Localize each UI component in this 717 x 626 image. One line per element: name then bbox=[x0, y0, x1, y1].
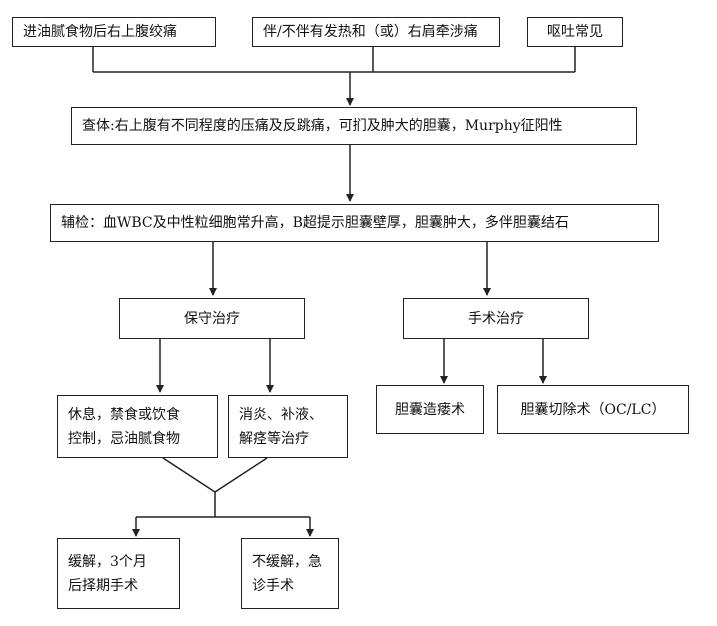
no-relief-box: 不缓解，急 诊手术 bbox=[241, 538, 339, 609]
conservative-treatment-box: 保守治疗 bbox=[119, 298, 305, 339]
anti-inflammatory-box: 消炎、补液、 解痉等治疗 bbox=[228, 395, 348, 458]
symptom-vomiting-box: 呕吐常见 bbox=[527, 17, 623, 47]
surgical-treatment-box: 手术治疗 bbox=[403, 298, 589, 339]
cholecystectomy-box: 胆囊切除术（OC/LC） bbox=[497, 385, 689, 434]
rest-diet-box: 休息，禁食或饮食 控制，忌油腻食物 bbox=[57, 395, 218, 458]
physical-exam-box: 查体:右上腹有不同程度的压痛及反跳痛，可扪及肿大的胆囊，Murphy征阳性 bbox=[71, 107, 637, 145]
symptom-fever-box: 伴/不伴有发热和（或）右肩牵涉痛 bbox=[252, 17, 500, 47]
symptom-colic-box: 进油腻食物后右上腹绞痛 bbox=[12, 17, 216, 47]
cholecystostomy-box: 胆囊造瘘术 bbox=[376, 385, 484, 434]
relief-box: 缓解，3个月 后择期手术 bbox=[57, 538, 180, 609]
auxiliary-exam-box: 辅检：血WBC及中性粒细胞常升高，B超提示胆囊壁厚，胆囊肿大，多伴胆囊结石 bbox=[50, 204, 659, 242]
